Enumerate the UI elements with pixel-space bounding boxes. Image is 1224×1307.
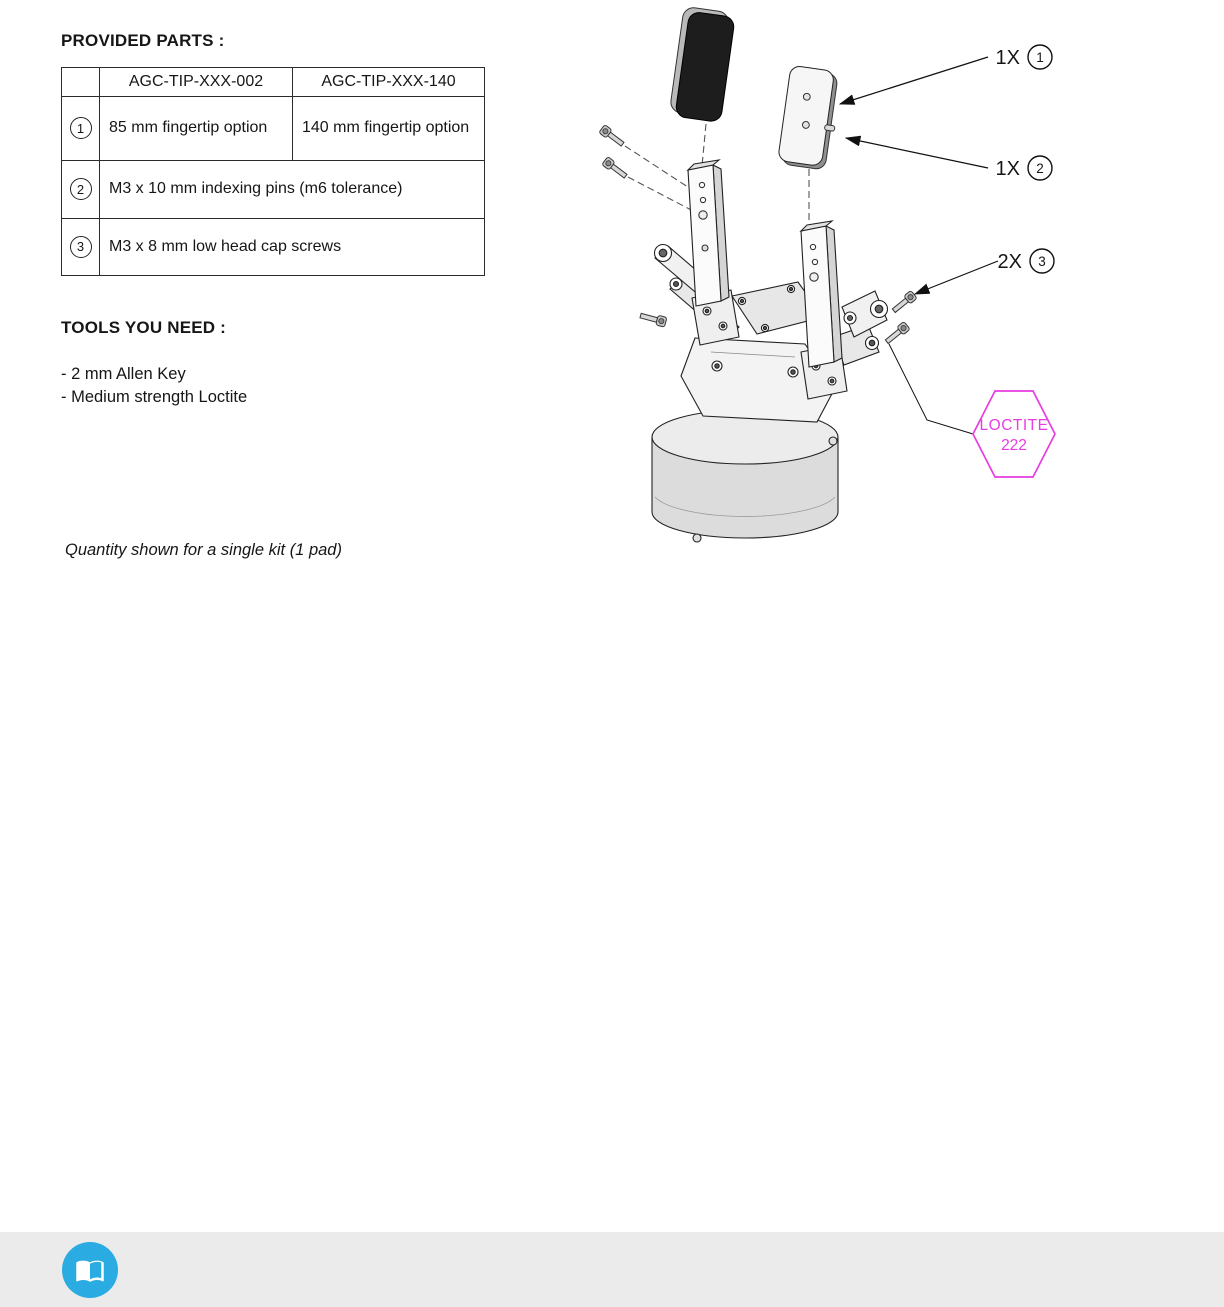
table-corner-cell xyxy=(61,67,100,97)
cap-screws-right xyxy=(883,289,918,347)
item-number-badge-3: 3 xyxy=(69,235,92,258)
gripper-assembly xyxy=(638,159,889,543)
table-row-fingertips: 1 85 mm fingertip option 140 mm fingerti… xyxy=(61,95,485,161)
leader-line-2 xyxy=(844,135,989,169)
left-finger xyxy=(686,159,730,307)
manual-book-button[interactable] xyxy=(62,1242,118,1298)
alignment-dashed-lines xyxy=(624,123,810,224)
table-cell-pins: M3 x 10 mm indexing pins (m6 tolerance) xyxy=(99,159,485,219)
callout-2-num: 2 xyxy=(1036,161,1044,176)
item-number-badge-2: 2 xyxy=(69,178,92,201)
exploded-view-diagram: 1X 1 1X 2 2X 3 LOCTITE 222 xyxy=(598,7,1056,543)
fingertip-pad-front xyxy=(670,7,735,122)
side-stud-screw xyxy=(638,310,668,328)
callout-3: 2X 3 xyxy=(913,248,1055,295)
table-row-pins: 2 M3 x 10 mm indexing pins (m6 tolerance… xyxy=(61,159,485,219)
callout-1: 1X 1 xyxy=(838,44,1053,105)
fingertip-pad-back xyxy=(778,66,838,170)
item-number-badge-1: 1 xyxy=(69,117,92,140)
callout-1-num: 1 xyxy=(1036,50,1044,65)
callout-3-circle xyxy=(1029,248,1055,274)
callout-2-qty: 1X xyxy=(996,158,1020,180)
table-cell-85mm: 85 mm fingertip option xyxy=(99,95,293,161)
indexing-pin xyxy=(824,124,836,132)
callout-3-num: 3 xyxy=(1038,254,1046,269)
tool-item-loctite: - Medium strength Loctite xyxy=(61,388,248,406)
table-cell-140mm: 140 mm fingertip option xyxy=(292,95,485,161)
cap-screws-left xyxy=(598,124,630,181)
open-book-icon xyxy=(76,1260,104,1282)
right-finger xyxy=(799,220,843,368)
callout-1-qty: 1X xyxy=(996,47,1020,69)
table-header-row: AGC-TIP-XXX-002 AGC-TIP-XXX-140 xyxy=(61,67,485,97)
footer-bar xyxy=(0,1232,1224,1307)
leader-line-1 xyxy=(838,56,989,105)
leader-line-3 xyxy=(913,260,999,295)
column-header-002: AGC-TIP-XXX-002 xyxy=(99,67,293,97)
column-header-140: AGC-TIP-XXX-140 xyxy=(292,67,485,97)
callout-2-circle xyxy=(1027,155,1053,181)
loctite-callout: LOCTITE 222 xyxy=(888,343,1056,478)
provided-parts-heading: PROVIDED PARTS : xyxy=(61,31,225,50)
tool-item-allen-key: - 2 mm Allen Key xyxy=(61,365,186,383)
quantity-note: Quantity shown for a single kit (1 pad) xyxy=(65,541,342,559)
loctite-label: LOCTITE xyxy=(980,417,1049,434)
callout-1-circle xyxy=(1027,44,1053,70)
provided-parts-table: AGC-TIP-XXX-002 AGC-TIP-XXX-140 1 85 mm … xyxy=(61,67,485,276)
loctite-hexagon xyxy=(972,390,1056,478)
tools-heading: TOOLS YOU NEED : xyxy=(61,318,227,337)
loctite-number: 222 xyxy=(1001,437,1027,454)
callout-3-qty: 2X xyxy=(998,251,1022,273)
table-row-screws: 3 M3 x 8 mm low head cap screws xyxy=(61,217,485,276)
loctite-leader-line xyxy=(888,343,974,435)
callout-2: 1X 2 xyxy=(844,135,1053,181)
table-cell-screws: M3 x 8 mm low head cap screws xyxy=(99,217,485,276)
